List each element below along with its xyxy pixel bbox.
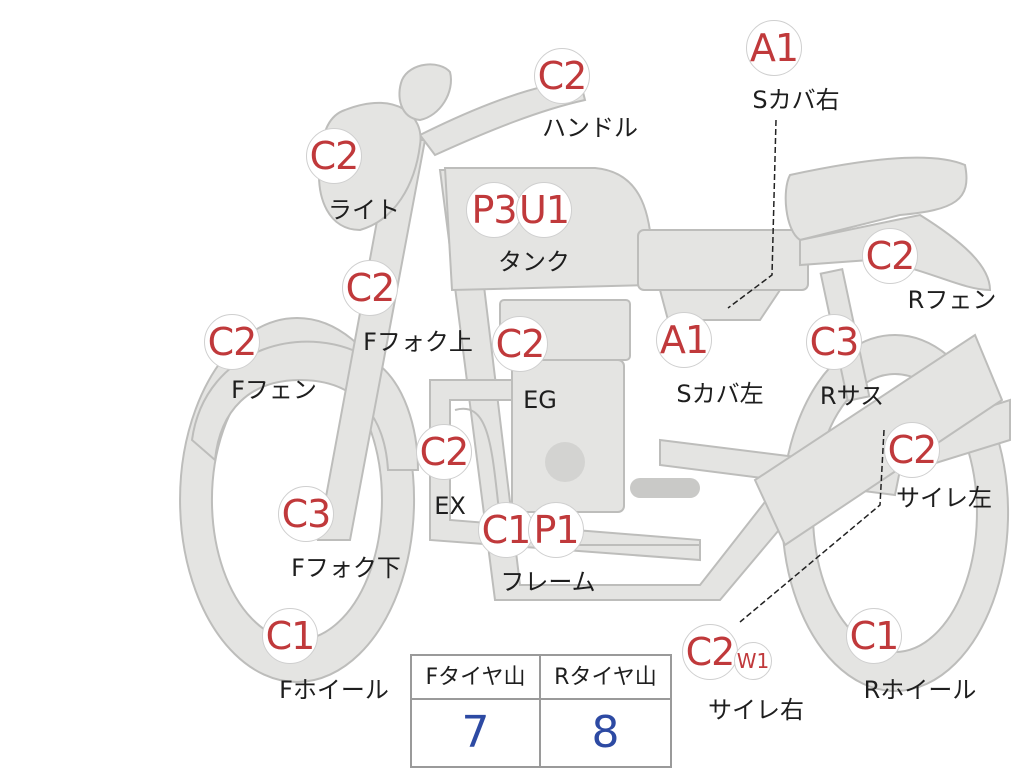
badge-tank-u: U1 [516,182,572,238]
badge-fwheel: C1 [262,608,318,664]
badge-frame-c: C1 [478,502,534,558]
badge-exhaust: C2 [416,424,472,480]
badge-a1-top: A1 [746,20,802,76]
badge-rwheel: C1 [846,608,902,664]
badge-tank-p: P3 [466,182,522,238]
label-rfender: Rフェン [907,286,997,314]
label-exhaust: EX [434,492,466,520]
seat-base [637,229,809,291]
label-tank: タンク [498,248,570,276]
badge-rfender: C2 [862,228,918,284]
engine-cover [545,442,585,482]
label-rsus: Rサス [819,382,885,410]
leader-line-a1 [727,119,777,309]
front-tire-value: 7 [412,700,541,766]
label-frame: フレーム [500,568,596,596]
frame-shape [438,169,1011,601]
badge-frame-p: P1 [528,502,584,558]
label-engine: EG [523,386,557,414]
label-muffler-left: サイレ左 [896,484,992,512]
footrest [630,478,700,498]
label-rwheel: Rホイール [863,676,977,704]
label-scover-left: Sカバ左 [676,380,764,408]
mirror-shape [398,63,452,122]
badge-muffler-right-c: C2 [682,624,738,680]
rear-tire-header: Rタイヤ山 [541,656,670,700]
badge-engine: C2 [492,316,548,372]
badge-ffork-lower: C3 [278,486,334,542]
label-handle: ハンドル [542,114,638,142]
label-ffender: Fフェン [231,376,317,404]
leader-line-muffler [739,429,885,623]
label-muffler-right: サイレ右 [708,696,804,724]
label-light: ライト [328,196,400,224]
badge-muffler-left: C2 [884,422,940,478]
badge-ffender: C2 [204,314,260,370]
badge-a1-left: A1 [656,312,712,368]
tire-tread-table: Fタイヤ山 Rタイヤ山 7 8 [410,654,672,768]
badge-light: C2 [306,128,362,184]
badge-muffler-right-w: W1 [734,642,772,680]
badge-ffork-upper: C2 [342,260,398,316]
rear-tire-value: 8 [591,707,620,758]
label-ffork-upper: Fフォク上 [363,328,473,356]
badge-handle: C2 [534,48,590,104]
label-scover-right: Sカバ右 [752,86,840,114]
seat-shape [784,156,968,242]
muffler-shape [753,333,1004,547]
front-tire-header: Fタイヤ山 [412,656,541,700]
label-fwheel: Fホイール [279,676,389,704]
engine-lower [511,359,625,513]
badge-rsus: C3 [806,314,862,370]
label-ffork-lower: Fフォク下 [291,554,401,582]
